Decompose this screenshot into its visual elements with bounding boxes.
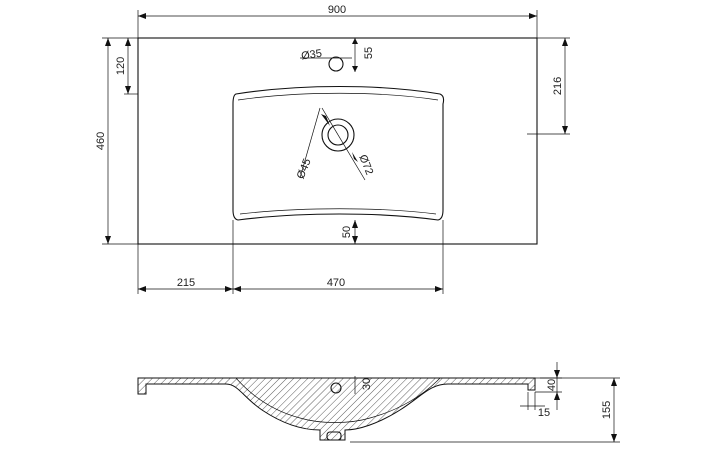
depth-arrow-bottom	[105, 236, 111, 244]
basin-inner-top-edge	[237, 92, 439, 101]
front-margin-label: 50	[341, 226, 353, 238]
front-margin-arrow-top	[352, 220, 358, 228]
tap-hole	[328, 56, 344, 72]
height-arrow-top	[611, 378, 617, 386]
height-arrow-bottom	[611, 434, 617, 442]
rim-offset-label: 15	[538, 407, 550, 419]
total-width-label: 900	[328, 4, 346, 16]
drain-inner-leader	[299, 107, 321, 179]
top-view: 900 460 120 216 Ø35 55 Ø45 Ø72 50	[95, 4, 570, 294]
drain-outer-leader	[321, 107, 366, 181]
left-margin-arrow-left	[138, 286, 146, 292]
tap-offset-arrow-bottom	[352, 66, 358, 72]
total-height-label: 155	[601, 401, 613, 419]
bowl-depth-arrow-top	[562, 38, 568, 46]
bowl-width-label: 470	[327, 277, 345, 289]
drain-inner-circle	[327, 124, 349, 146]
bowl-width-arrow-left	[233, 286, 241, 292]
drain-inner-arrow	[321, 114, 330, 126]
slab-outline	[137, 37, 538, 245]
drain-outer-circle	[321, 118, 355, 152]
side-tap-hole	[330, 382, 342, 394]
bowl-depth-arrow-bottom	[562, 126, 568, 134]
drain-outer-label: Ø72	[356, 153, 375, 177]
tap-edge-arrow-top	[125, 38, 131, 46]
bowl-depth-label: 216	[552, 77, 564, 95]
drain-outer-arrow	[352, 152, 358, 162]
basin-outline	[232, 85, 445, 221]
side-view: 30 40 15 155	[137, 362, 620, 443]
rim-height-arrow-bottom	[554, 392, 560, 400]
left-margin-label: 215	[177, 277, 195, 289]
tap-offset-arrow-top	[352, 38, 358, 44]
drain-outlet	[326, 431, 342, 441]
total-depth-label: 460	[95, 132, 107, 150]
tap-edge-arrow-bottom	[125, 86, 131, 94]
bowl-width-arrow-right	[435, 286, 443, 292]
tap-hole-diameter-label: Ø35	[300, 48, 322, 63]
drain-inner-label: Ø45	[295, 157, 314, 181]
front-margin-arrow-bottom	[352, 236, 358, 244]
bowl-inner-surface	[235, 377, 441, 423]
basin-section	[137, 377, 536, 441]
rim-height-label: 40	[546, 379, 558, 391]
depth-arrow-top	[105, 38, 111, 46]
left-margin-arrow-right	[225, 286, 233, 292]
tap-hole-offset-label: 55	[363, 47, 375, 59]
width-arrow-right	[529, 13, 537, 19]
tap-from-front-label: 120	[115, 57, 127, 75]
width-arrow-left	[138, 13, 146, 19]
rim-height-arrow-top	[554, 370, 560, 378]
basin-inner-bottom-edge	[239, 208, 437, 215]
tap-height-label: 30	[361, 378, 373, 390]
